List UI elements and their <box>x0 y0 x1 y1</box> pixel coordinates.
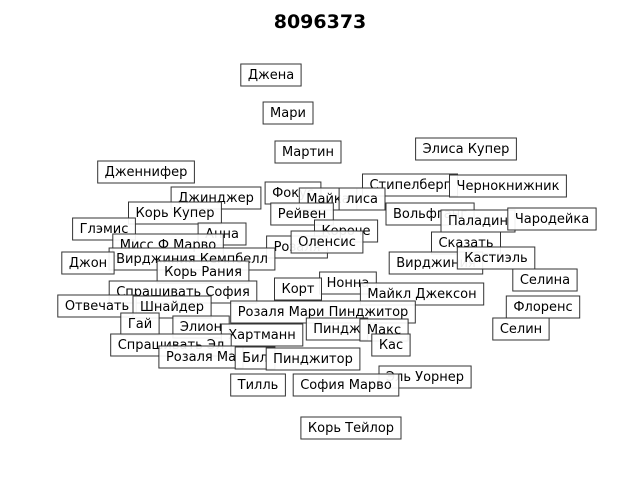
node-label: Элион <box>180 320 222 335</box>
node-box <box>507 207 597 231</box>
node-n27: Джон <box>61 251 115 275</box>
node-label: Корь Тейлор <box>308 421 394 436</box>
node-n03: Мартин <box>274 140 342 164</box>
node-label: Майкл Джексон <box>367 287 476 302</box>
node-box <box>512 268 578 292</box>
node-label: Джена <box>248 68 294 83</box>
node-label: Стипелберг <box>369 178 450 193</box>
node-label: Пинджитор <box>273 352 353 367</box>
node-box <box>359 282 485 306</box>
node-n40: Пиндж <box>305 317 369 341</box>
node-label: Тилль <box>237 378 279 393</box>
node-label: Розаля Ма <box>166 350 236 365</box>
node-box <box>128 201 222 225</box>
node-label: Мари <box>270 106 306 121</box>
node-n12: Корь Купер <box>128 201 222 225</box>
node-label: Эль Уорнер <box>386 370 464 385</box>
node-n45: Кас <box>371 333 411 357</box>
node-box <box>449 174 567 198</box>
node-label: Корт <box>281 282 314 297</box>
node-label: Селин <box>500 322 542 337</box>
node-box <box>300 416 402 440</box>
node-label: Дженнифер <box>105 165 188 180</box>
node-n46: Розаля Ма <box>158 345 244 369</box>
node-box <box>292 373 400 397</box>
node-box <box>492 317 550 341</box>
node-label: Шнайдер <box>140 300 204 315</box>
node-box <box>230 373 286 397</box>
node-n15: Паладин <box>440 209 516 233</box>
node-label: Бил <box>242 351 268 366</box>
node-label: Вирджиния <box>396 256 476 271</box>
node-n34: Отвечать <box>57 294 137 318</box>
node-n51: София Марво <box>292 373 400 397</box>
node-box <box>456 246 536 270</box>
node-label: Джон <box>69 256 107 271</box>
node-label: Флоренс <box>513 300 572 315</box>
node-label: Хартманн <box>228 328 295 343</box>
node-n43: Хартманн <box>220 323 304 347</box>
node-n28: Корь Рания <box>156 260 250 284</box>
node-n04: Элиса Купер <box>415 137 517 161</box>
node-label: Розаля Мари Пинджитор <box>238 305 409 320</box>
node-n38: Гай <box>120 312 160 336</box>
node-n23: Оленсис <box>290 230 364 254</box>
graph-title: 8096373 <box>273 11 367 33</box>
node-n33: Майкл Джексон <box>359 282 485 306</box>
node-label: лиса <box>346 192 378 207</box>
node-label: Селина <box>520 273 570 288</box>
node-n50: Тилль <box>230 373 286 397</box>
node-label: Чародейка <box>515 212 589 227</box>
node-label: Пиндж <box>313 322 361 337</box>
node-label: Кас <box>379 338 403 353</box>
node-label: Рейвен <box>278 207 326 222</box>
node-label: Корь Купер <box>136 206 215 221</box>
node-box <box>97 160 195 184</box>
node-box <box>274 277 322 301</box>
node-n48: Пинджитор <box>265 347 361 371</box>
node-n36: Флоренс <box>505 295 581 319</box>
node-n42: Селин <box>492 317 550 341</box>
node-label: Чернокнижник <box>457 179 560 194</box>
node-box <box>61 251 115 275</box>
node-n37: Розаля Мари Пинджитор <box>230 300 416 324</box>
node-box <box>371 333 411 357</box>
node-label: Глэмис <box>80 222 129 237</box>
node-box <box>274 140 342 164</box>
node-label: София Марво <box>300 378 392 393</box>
node-n02: Мари <box>262 101 314 125</box>
node-label: Оленсис <box>298 235 356 250</box>
node-n52: Корь Тейлор <box>300 416 402 440</box>
node-n32: Корт <box>274 277 322 301</box>
node-label: Гай <box>128 317 152 332</box>
node-label: Паладин <box>448 214 508 229</box>
node-label: Отвечать <box>65 299 129 314</box>
node-box <box>415 137 517 161</box>
node-label: Нонна <box>327 276 370 291</box>
node-box <box>338 187 386 211</box>
node-n39: Элион <box>172 315 230 339</box>
node-n07: Чернокнижник <box>449 174 567 198</box>
node-label: Кастиэль <box>464 251 527 266</box>
node-box <box>262 101 314 125</box>
node-n06: Стипелберг <box>362 173 458 197</box>
node-box <box>265 347 361 371</box>
node-n05: Дженнифер <box>97 160 195 184</box>
node-label: Мартин <box>282 145 334 160</box>
node-label: Корь Рания <box>164 265 242 280</box>
node-box <box>290 230 364 254</box>
node-label: Элиса Купер <box>423 142 510 157</box>
node-n29: Селина <box>512 268 578 292</box>
node-n01: Джена <box>240 63 302 87</box>
node-n11: лиса <box>338 187 386 211</box>
node-n16: Чародейка <box>507 207 597 231</box>
node-box <box>240 63 302 87</box>
node-n26: Кастиэль <box>456 246 536 270</box>
